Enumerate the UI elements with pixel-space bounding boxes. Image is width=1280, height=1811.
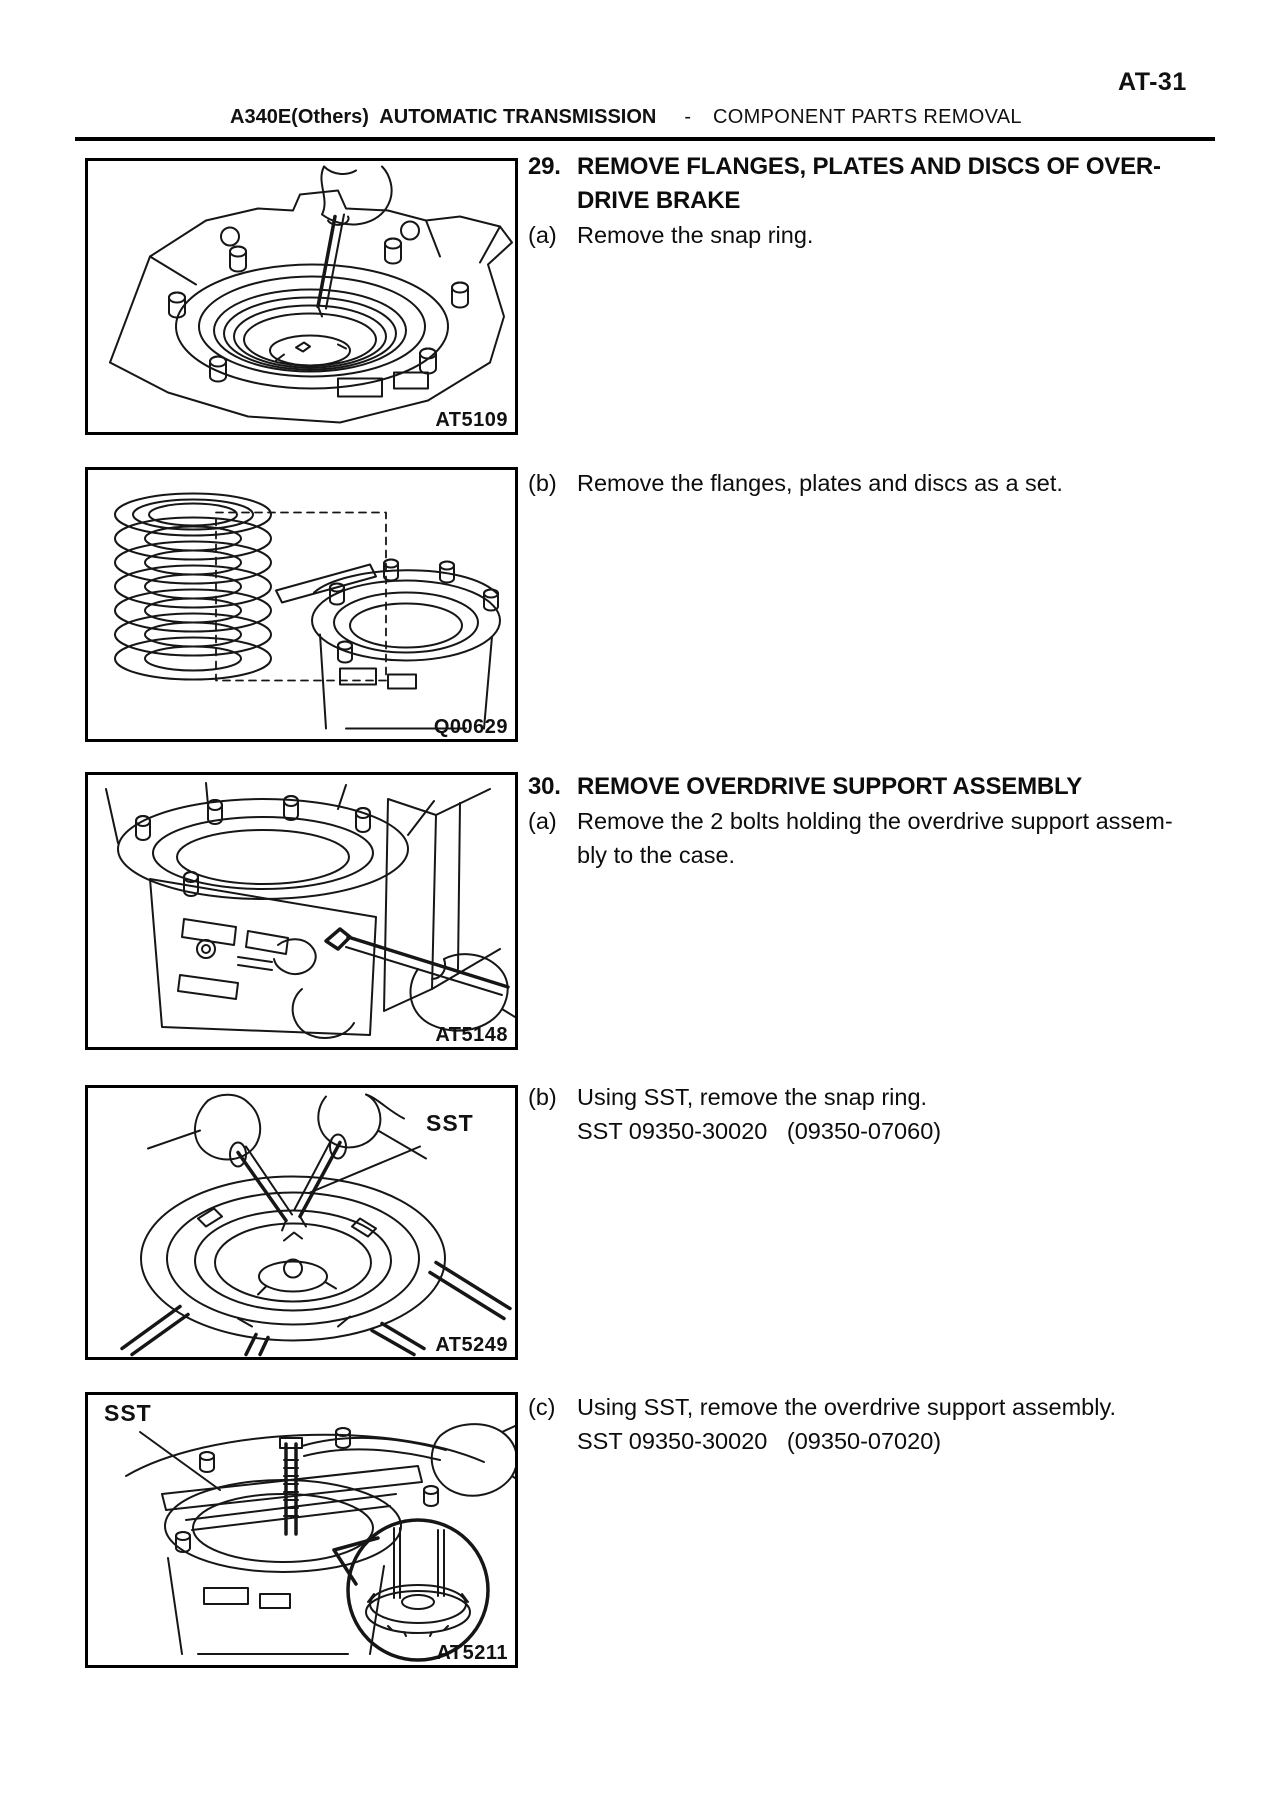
step-number: 29. [528,153,561,180]
substep-text: Using SST, remove the overdrive support … [577,1394,1116,1420]
substep-text: Remove the 2 bolts holding the overdrive… [577,808,1173,834]
substep-text: Remove the snap ring. [577,222,814,248]
step-title-line1: REMOVE FLANGES, PLATES AND DISCS OF OVER… [577,153,1161,180]
substep-label: (b) [528,470,557,496]
figure-support-bolts-removal: AT5148 [85,772,518,1050]
figure-code: AT5211 [436,1642,508,1664]
step-29: 29. REMOVE FLANGES, PLATES AND DISCS OF … [528,150,1193,252]
figure-snap-ring-removal: AT5109 [85,158,518,435]
figure-sst-support-removal: SST AT5211 [85,1392,518,1668]
step-title-line2: DRIVE BRAKE [577,187,741,214]
substep-label: (c) [528,1394,556,1420]
sst-annotation: SST [104,1400,152,1426]
page-header: A340E(Others) AUTOMATIC TRANSMISSION -COM… [230,106,1130,129]
figure-discs-set-removal: Q00629 [85,467,518,742]
substep-text: Remove the flanges, plates and discs as … [577,470,1063,496]
figure-code: AT5148 [435,1024,508,1046]
header-section-title: A340E(Others) AUTOMATIC TRANSMISSION [230,106,657,128]
substep-text: Using SST, remove the snap ring. [577,1084,928,1110]
sst-part-numbers: SST 09350-30020 (09350-07020) [577,1428,942,1454]
step-30c: (c) Using SST, remove the overdrive supp… [528,1390,1193,1458]
substep-label: (a) [528,222,557,248]
step-30b: (b) Using SST, remove the snap ring. SST… [528,1080,1193,1148]
step-number: 30. [528,773,561,800]
step-title: REMOVE OVERDRIVE SUPPORT ASSEMBLY [577,773,1083,800]
sst-snap-ring-illustration [120,1093,512,1357]
substep-text-cont: bly to the case. [577,842,736,868]
substep-label: (b) [528,1084,557,1110]
header-subsection-title: COMPONENT PARTS REMOVAL [713,106,1022,128]
figure-code: AT5249 [435,1334,508,1356]
figure-code: Q00629 [433,716,508,738]
discs-set-removal-illustration [114,492,501,730]
support-bolts-removal-illustration [105,782,515,1039]
sst-support-removal-illustration [125,1423,515,1662]
page-number: AT-31 [1118,68,1187,96]
step-30: 30. REMOVE OVERDRIVE SUPPORT ASSEMBLY (a… [528,770,1193,872]
figure-code: AT5109 [435,409,508,431]
header-separator: - [684,106,692,128]
snap-ring-removal-illustration [109,165,513,424]
figure-sst-snap-ring: SST AT5249 [85,1085,518,1360]
substep-label: (a) [528,808,557,834]
header-rule [75,137,1215,141]
sst-part-numbers: SST 09350-30020 (09350-07060) [577,1118,942,1144]
step-29b: (b) Remove the flanges, plates and discs… [528,466,1193,500]
sst-annotation: SST [426,1110,474,1136]
